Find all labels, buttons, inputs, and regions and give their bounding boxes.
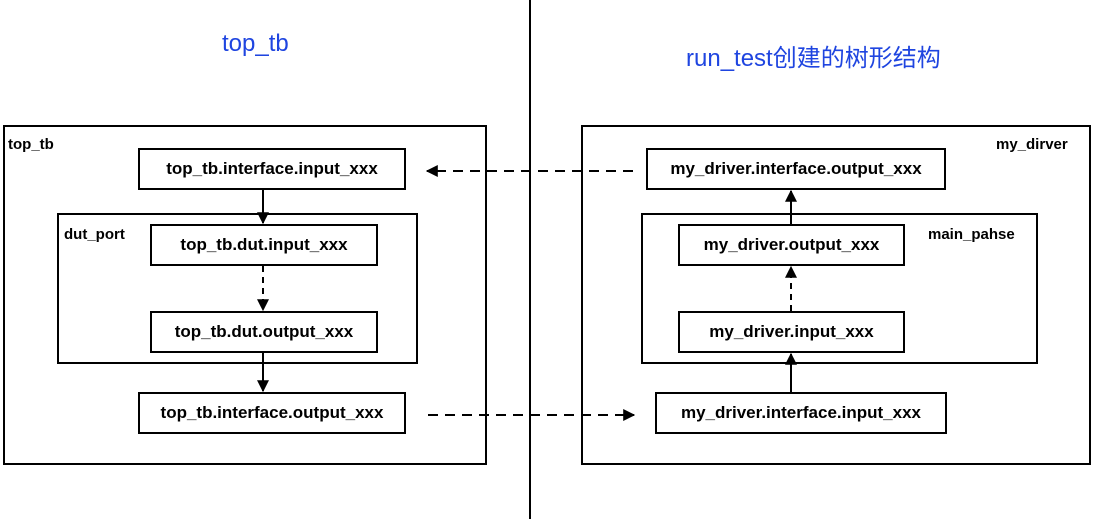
dut-port-frame xyxy=(57,213,418,364)
my-driver-interface-input-text: my_driver.interface.input_xxx xyxy=(680,403,921,422)
top-tb-dut-input-text: top_tb.dut.input_xxx xyxy=(180,235,348,254)
top-tb-interface-input-text: top_tb.interface.input_xxx xyxy=(166,159,378,178)
top-tb-interface-input-box: top_tb.interface.input_xxx xyxy=(138,148,406,190)
left-panel-label: top_tb xyxy=(8,136,54,153)
dut-port-label: dut_port xyxy=(64,226,125,243)
my-driver-input-text: my_driver.input_xxx xyxy=(709,322,874,341)
left-heading: top_tb xyxy=(222,30,289,57)
my-driver-output-text: my_driver.output_xxx xyxy=(703,235,880,254)
left-panel-frame xyxy=(3,125,487,465)
right-panel-label: my_dirver xyxy=(996,136,1068,153)
right-heading: run_test创建的树形结构 xyxy=(686,45,941,72)
top-tb-dut-input-box: top_tb.dut.input_xxx xyxy=(150,224,378,266)
main-pahse-frame xyxy=(641,213,1038,364)
top-tb-dut-output-text: top_tb.dut.output_xxx xyxy=(174,322,354,341)
top-tb-interface-output-box: top_tb.interface.output_xxx xyxy=(138,392,406,434)
my-driver-output-box: my_driver.output_xxx xyxy=(678,224,905,266)
my-driver-interface-input-box: my_driver.interface.input_xxx xyxy=(655,392,947,434)
my-driver-interface-output-box: my_driver.interface.output_xxx xyxy=(646,148,946,190)
right-panel-frame xyxy=(581,125,1091,465)
top-tb-interface-output-text: top_tb.interface.output_xxx xyxy=(160,403,384,422)
my-driver-input-box: my_driver.input_xxx xyxy=(678,311,905,353)
top-tb-dut-output-box: top_tb.dut.output_xxx xyxy=(150,311,378,353)
my-driver-interface-output-text: my_driver.interface.output_xxx xyxy=(670,159,922,178)
main-pahse-label: main_pahse xyxy=(928,226,1015,243)
